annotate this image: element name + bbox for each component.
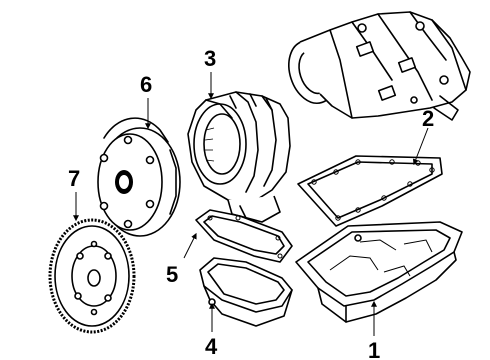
callout-arrows — [73, 72, 429, 336]
adapter-housing — [187, 91, 291, 223]
torque-converter — [97, 117, 181, 237]
callout-3: 3 — [204, 46, 216, 71]
callout-5: 5 — [166, 262, 178, 287]
transmission-case — [288, 11, 471, 121]
callout-7: 7 — [68, 166, 80, 191]
callout-6: 6 — [140, 72, 152, 97]
callout-4: 4 — [205, 334, 218, 359]
small-pan-gasket — [195, 209, 293, 263]
pan-gasket — [297, 155, 443, 227]
callout-1: 1 — [368, 338, 380, 360]
callout-2: 2 — [422, 106, 434, 131]
flexplate — [48, 218, 136, 334]
oil-pan — [295, 221, 463, 323]
small-oil-pan — [199, 257, 293, 327]
